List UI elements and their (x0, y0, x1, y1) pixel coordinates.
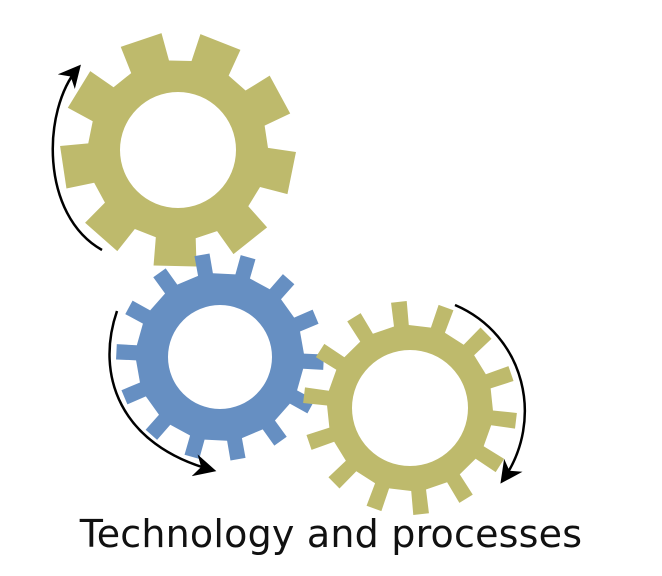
diagram-caption: Technology and processes (79, 512, 583, 556)
gear-top-olive (60, 33, 296, 267)
gear-middle-blue (116, 253, 324, 461)
gear-right-olive (303, 301, 517, 515)
arrow-right-gear (454, 303, 526, 484)
arrow-blue-gear (108, 310, 217, 477)
arrow-top-gear (51, 64, 103, 252)
